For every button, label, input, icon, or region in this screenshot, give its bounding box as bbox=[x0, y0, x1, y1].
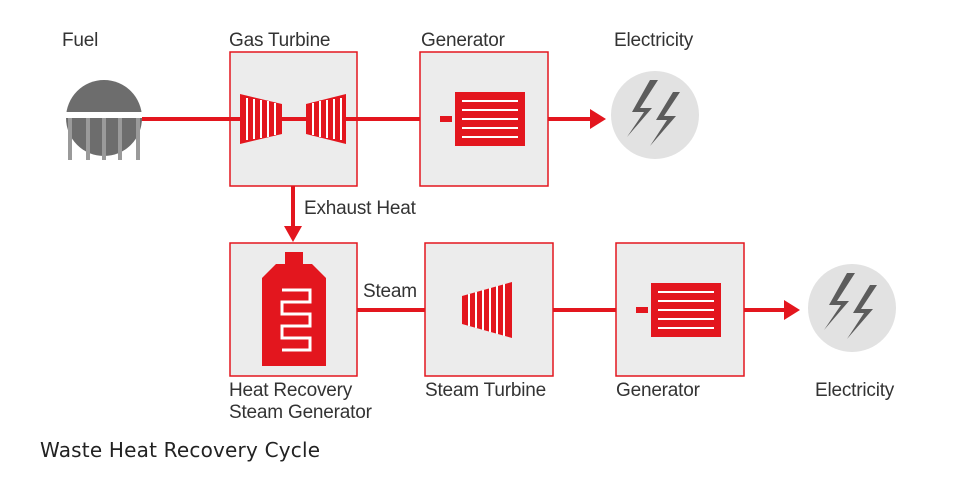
steam-turbine-icon bbox=[462, 282, 512, 338]
exhaust-heat-label: Exhaust Heat bbox=[304, 198, 416, 219]
generator-top-label: Generator bbox=[421, 30, 505, 51]
lightning-icon bbox=[611, 71, 699, 159]
steam-label: Steam bbox=[363, 281, 417, 302]
hrsg-label-line1: Heat Recovery bbox=[229, 380, 353, 401]
generator-to-electricity-bottom-arrowhead bbox=[784, 300, 800, 320]
diagram-caption: Waste Heat Recovery Cycle bbox=[40, 438, 321, 462]
generator-to-electricity-arrowhead bbox=[590, 109, 606, 129]
fuel-label: Fuel bbox=[62, 30, 99, 51]
electricity-bottom-label: Electricity bbox=[815, 380, 895, 401]
boiler-icon bbox=[262, 252, 326, 366]
steam-turbine-label: Steam Turbine bbox=[425, 380, 546, 401]
generator-icon bbox=[440, 92, 525, 146]
fuel-tank-icon bbox=[66, 80, 142, 160]
gas-turbine-label: Gas Turbine bbox=[229, 30, 331, 51]
generator-bottom-icon bbox=[636, 283, 721, 337]
gas-turbine-icon bbox=[230, 94, 357, 144]
electricity-top-label: Electricity bbox=[614, 30, 694, 51]
lightning-bottom-icon bbox=[808, 264, 896, 352]
exhaust-heat-arrowhead bbox=[284, 226, 302, 242]
generator-bottom-label: Generator bbox=[616, 380, 700, 401]
hrsg-label-line2: Steam Generator bbox=[229, 402, 372, 423]
